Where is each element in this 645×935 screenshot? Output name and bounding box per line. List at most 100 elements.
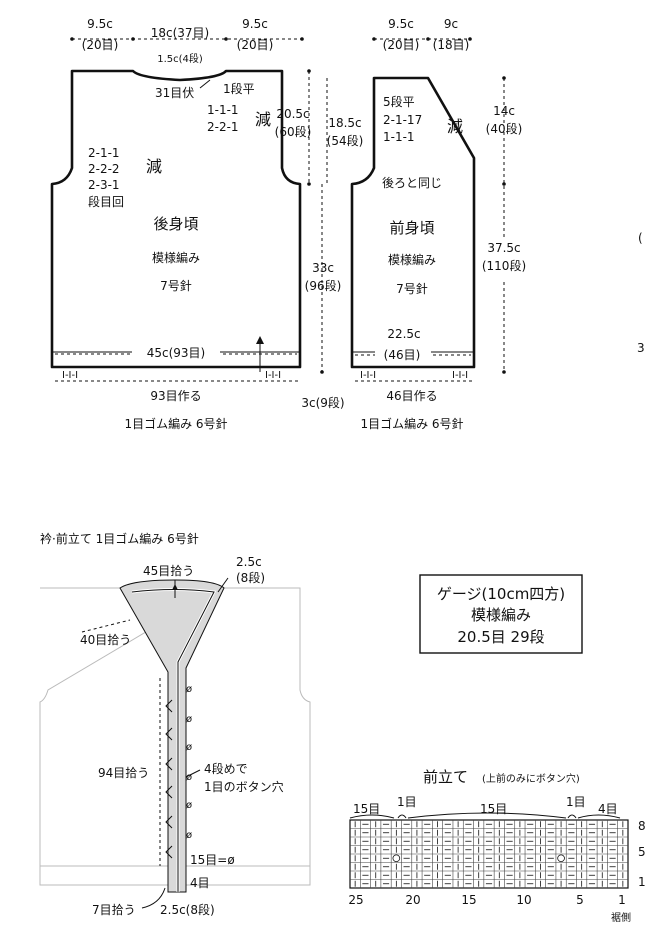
chart-x-tick: 25 [348, 893, 363, 907]
arrow-head [256, 336, 264, 344]
collar-pick-neck: 40目拾う [80, 632, 131, 647]
chart-x-tick: 20 [405, 893, 420, 907]
leader-line [141, 887, 166, 909]
collar-pick-rib: 7目拾う [92, 902, 136, 917]
dim-dot [224, 37, 228, 41]
leader-line [81, 619, 131, 633]
front-neck-dec-2: 1-1-1 [383, 130, 415, 144]
back-body-length-rows: (96段) [305, 278, 342, 293]
chart-brace-marks [349, 812, 621, 819]
buttonhole-symbol [392, 854, 401, 863]
dim-dot [70, 37, 74, 41]
dim-dot [372, 37, 376, 41]
collar-band-width: 2.5c [236, 555, 262, 569]
edge-mark: 3 [637, 341, 645, 355]
back-armhole-depth-2-rows: (54段) [327, 133, 364, 148]
front-shoulder-width: 9.5c [388, 17, 414, 31]
stitch-chart: 前立て (上前のみにボタン穴) 15目 1目 15目 1目 4目 25 20 1… [348, 768, 645, 924]
front-total-length: 37.5c [487, 241, 520, 255]
front-rows-flat: 5段平 [383, 94, 415, 109]
front-title: 前身頃 [389, 219, 434, 237]
back-neck-dec-2: 2-2-1 [207, 120, 239, 134]
chart-top-label: 1目 [566, 795, 586, 809]
buttonhole-icon: ø [186, 772, 192, 783]
front-cast-on: 46目作る [386, 389, 437, 403]
back-panel: 9.5c (20目) 18c(37目) 9.5c (20目) 1.5c(4段) … [50, 17, 364, 431]
back-rib-mark-right: I-I-I [265, 370, 281, 381]
collar-band-bottom: 2.5c(8段) [160, 902, 215, 917]
back-armhole-dec-2: 2-2-2 [88, 162, 120, 176]
gauge-box: ゲージ(10cm四方) 模様編み 20.5目 29段 [419, 574, 583, 654]
front-neck-stitches: (18目) [433, 38, 470, 52]
back-rib-note: 1目ゴム編み 6号針 [124, 416, 227, 431]
chart-grid [349, 819, 629, 889]
chart-y-tick: 5 [638, 845, 645, 859]
back-armhole-depth-1-rows: (60段) [275, 124, 312, 139]
front-panel: 9.5c (20目) 9c (18目) I-I-I I-I-I 5段平 2-1-… [350, 17, 528, 431]
back-armhole-dec-1: 2-1-1 [88, 146, 120, 160]
back-width: 45c(93目) [147, 346, 206, 360]
front-width-stitches: (46目) [384, 348, 421, 362]
chart-x-tick: 5 [576, 893, 584, 907]
back-armhole-dec-3: 2-3-1 [88, 178, 120, 192]
buttonhole-icon: ø [186, 742, 192, 753]
dim-dot [426, 37, 430, 41]
chart-top-label: 15目 [480, 802, 507, 816]
chart-top-label: 15目 [353, 802, 380, 816]
buttonhole-note-1: 4段めで [204, 761, 248, 776]
leader-line [199, 79, 211, 89]
front-neck-dec-1: 2-1-17 [383, 113, 422, 127]
band-center-line [131, 589, 215, 892]
chart-top-label: 4目 [598, 802, 618, 816]
collar-band-width-rows: (8段) [236, 570, 265, 585]
chart-subtitle: (上前のみにボタン穴) [482, 772, 580, 785]
label-bg [480, 238, 528, 280]
back-rib-mark-left: I-I-I [62, 370, 78, 381]
back-rib-depth: 3c(9段) [301, 395, 344, 410]
gauge-values: 20.5目 29段 [457, 628, 544, 646]
dim-dot [300, 37, 304, 41]
chart-x-tick: 1 [618, 893, 626, 907]
back-shoulder-width: 9.5c [87, 17, 113, 31]
front-neck-depth-rows: (40段) [486, 121, 523, 136]
dim-dot [307, 69, 311, 73]
chart-title: 前立て [423, 768, 468, 786]
collar-bottom-count: 4目 [190, 876, 210, 890]
buttonhole-spacing: 15目=ø [190, 853, 235, 867]
back-shoulder-width-right: 9.5c [242, 17, 268, 31]
front-pattern: 模様編み [388, 252, 436, 267]
back-armhole-legend: 段目回 [88, 194, 124, 209]
back-neck-dec-1: 1-1-1 [207, 103, 239, 117]
back-shoulder-stitches: (20目) [82, 38, 119, 52]
edge-mark: ( [638, 231, 643, 245]
dim-dot [320, 370, 324, 374]
chart-x-tick: 10 [516, 893, 531, 907]
chart-x-tick: 15 [461, 893, 476, 907]
back-armhole-dec-kanji: 減 [146, 157, 162, 176]
chart-top-label: 1目 [397, 795, 417, 809]
back-panel-outline [50, 69, 302, 369]
label-bg [375, 347, 431, 361]
chart-y-tick: 1 [638, 875, 645, 889]
buttonhole-note-2: 1目のボタン穴 [204, 779, 284, 794]
front-total-length-rows: (110段) [482, 258, 526, 273]
chart-side-label: 裾側 [611, 911, 631, 924]
dim-dot [131, 37, 135, 41]
buttonhole-icon: ø [186, 714, 192, 725]
back-neck-row: 1段平 [223, 81, 255, 96]
front-neck-dec-kanji: 減 [447, 117, 463, 136]
label-bg [132, 345, 220, 359]
front-needle: 7号針 [396, 281, 428, 296]
chart-y-tick: 8 [638, 819, 645, 833]
collar-band [119, 579, 225, 893]
back-needle: 7号針 [160, 278, 192, 293]
front-rib-note: 1目ゴム編み 6号針 [360, 416, 463, 431]
gauge-title: ゲージ(10cm四方) [437, 585, 565, 603]
back-neck-width: 18c(37目) [151, 26, 210, 40]
dim-dot [502, 76, 506, 80]
buttonhole-markers: ø ø ø ø ø ø [165, 684, 192, 859]
back-neck-dec-kanji: 減 [255, 110, 271, 129]
collar-heading: 衿·前立て 1目ゴム編み 6号針 [40, 531, 199, 546]
buttonhole-symbol [557, 854, 565, 863]
